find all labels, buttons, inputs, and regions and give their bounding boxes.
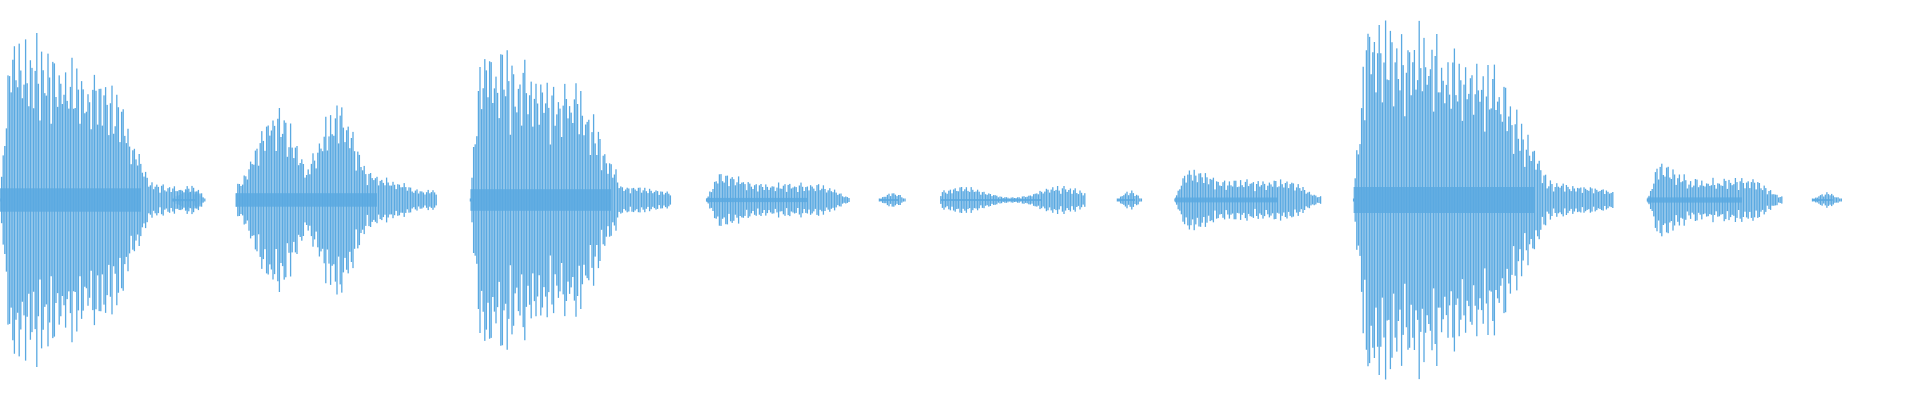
waveform-clip-7 xyxy=(1352,20,1614,380)
waveform-core xyxy=(1353,187,1535,213)
waveform-core xyxy=(879,199,899,201)
waveform-core xyxy=(940,199,1042,201)
waveform-clip-2 xyxy=(235,105,437,295)
waveform-clip-8 xyxy=(1646,163,1783,237)
waveform-core xyxy=(706,197,808,203)
waveform-core xyxy=(1175,197,1278,203)
waveform-core xyxy=(0,188,142,212)
waveform-clip-6 xyxy=(1174,169,1322,231)
waveform-clip-5 xyxy=(940,186,1086,214)
waveform-clip-8-tail xyxy=(1811,192,1842,208)
waveform-clip-4-tail xyxy=(878,193,906,207)
waveform-clip-3 xyxy=(469,50,672,350)
waveform-clip-5-tail xyxy=(1116,190,1143,210)
waveform-core xyxy=(1647,197,1742,203)
waveform-clip-4 xyxy=(705,174,850,226)
waveform-core xyxy=(1117,199,1135,201)
waveform-core xyxy=(172,199,196,202)
waveform-core xyxy=(470,189,612,211)
waveform-clip-1-tail xyxy=(172,185,206,215)
waveform-clip-1 xyxy=(0,33,203,367)
waveform-core xyxy=(236,193,378,207)
waveform-core xyxy=(1812,199,1833,201)
